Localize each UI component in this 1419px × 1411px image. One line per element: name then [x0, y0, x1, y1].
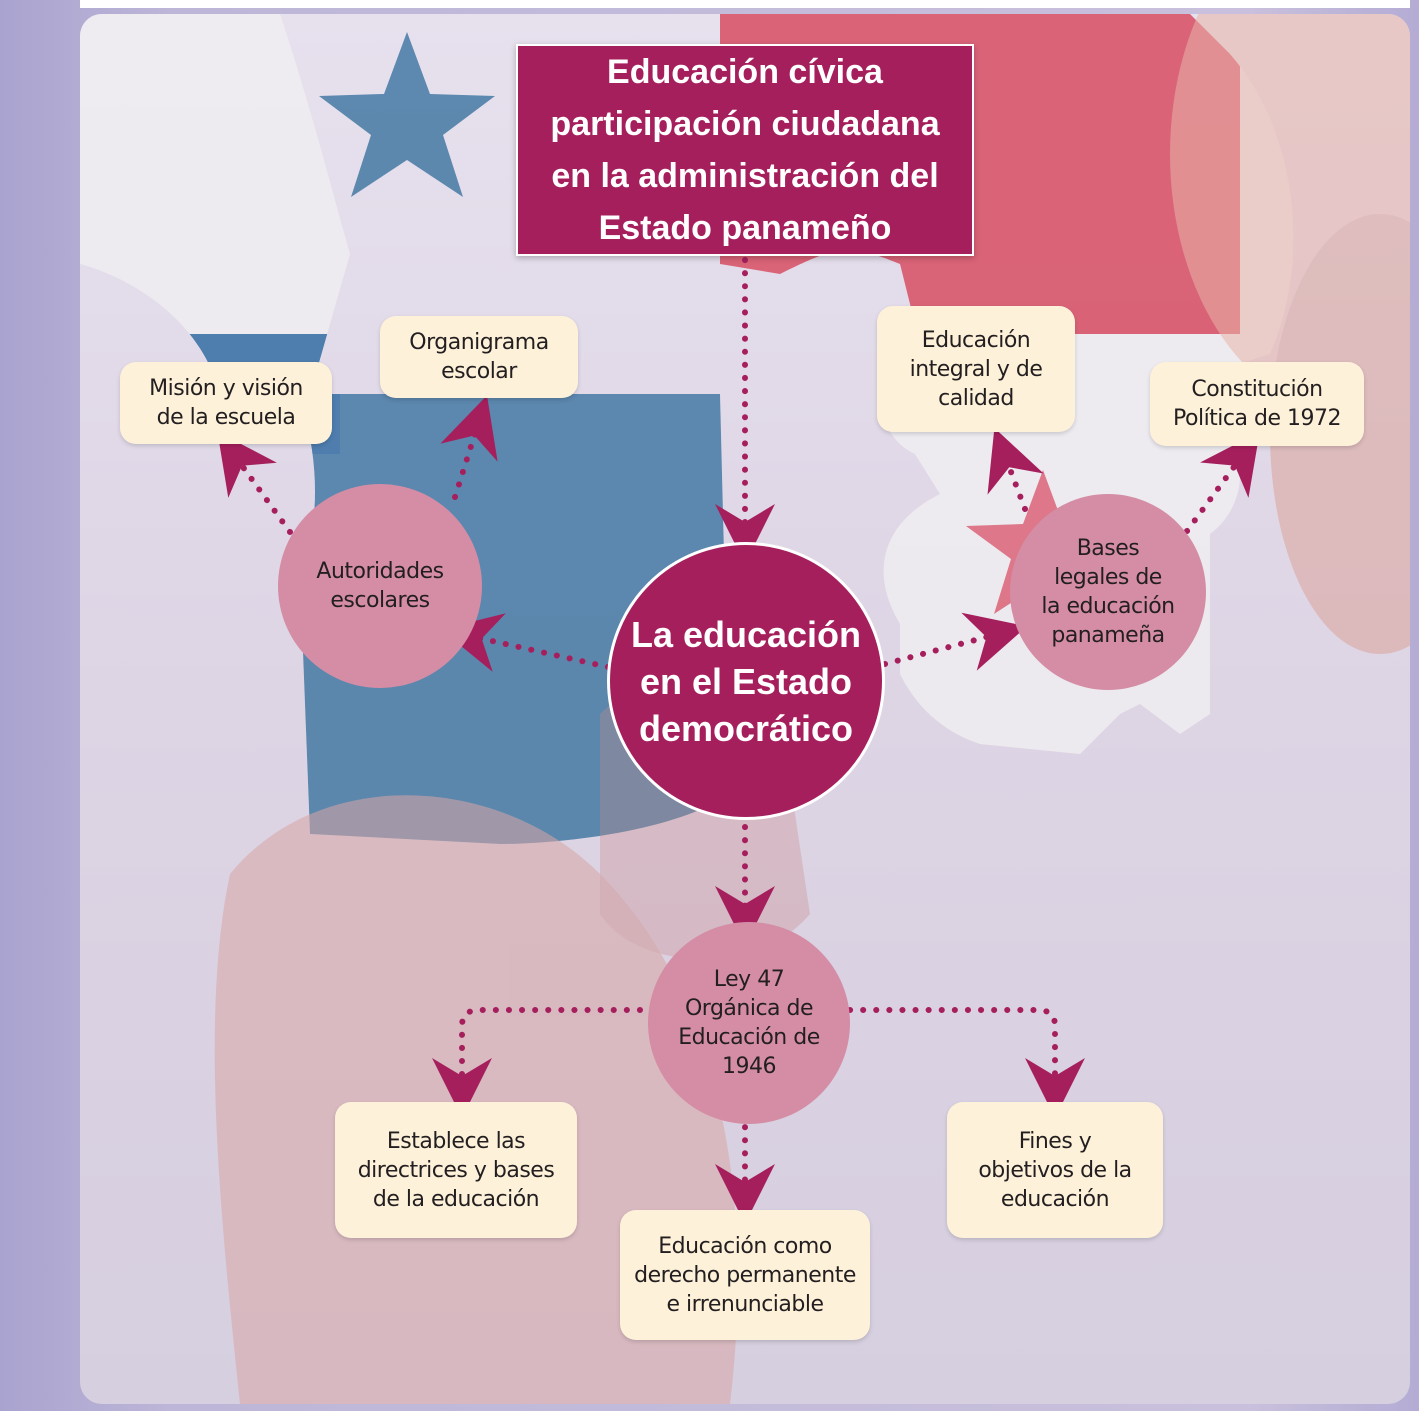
diagram-title: Educación cívica participación ciudadana… — [550, 53, 940, 247]
node-organigrama: Organigrama escolar — [380, 316, 578, 398]
central-node: La educación en el Estado democrático — [607, 542, 885, 820]
node-mision-vision: Misión y visión de la escuela — [120, 362, 332, 444]
node-autoridades-escolares: Autoridades escolares — [278, 484, 482, 688]
node-establece-directrices: Establece las directrices y bases de la … — [335, 1102, 577, 1238]
diagram-panel: Educación cívica participación ciudadana… — [80, 14, 1410, 1404]
top-strip — [80, 0, 1410, 8]
diagram-title-box: Educación cívica participación ciudadana… — [516, 44, 974, 256]
node-fines-objetivos: Fines y objetivos de la educación — [947, 1102, 1163, 1238]
node-educacion-integral: Educación integral y de calidad — [877, 306, 1075, 432]
node-ley-47: Ley 47 Orgánica de Educación de 1946 — [648, 922, 850, 1124]
node-derecho-permanente: Educación como derecho permanente e irre… — [620, 1210, 870, 1340]
node-bases-legales: Bases legales de la educación panameña — [1010, 494, 1206, 690]
blue-star — [319, 32, 495, 197]
node-constitucion: Constitución Política de 1972 — [1150, 362, 1364, 446]
